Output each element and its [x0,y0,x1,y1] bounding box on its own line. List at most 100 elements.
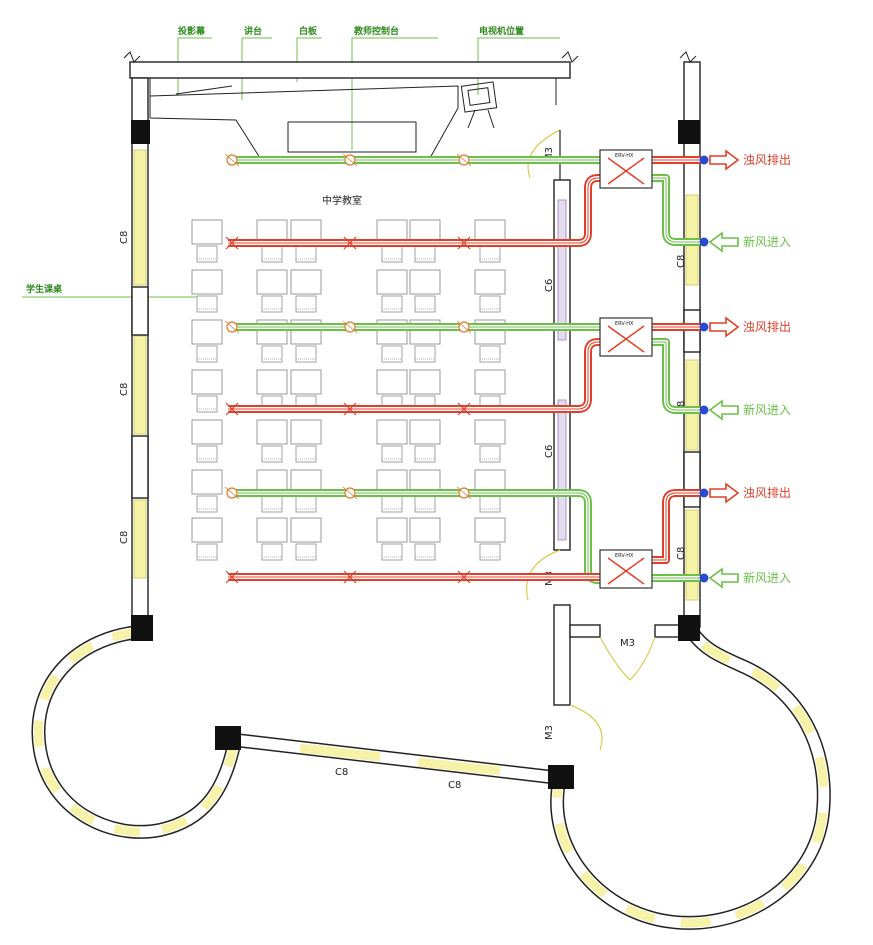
student-desk [376,369,408,395]
annotation-teaching-console: 教师控制台 [353,25,399,37]
fresh-air-label: 新风进入 [743,234,791,249]
fresh-air-arrow-icon [708,567,739,589]
wall-penetration-cap [699,237,709,247]
supply-diffuser-mark [456,486,472,500]
break-mark-right [679,51,697,63]
annotation-group: 投影幕 讲台 白板 教师控制台 电视机位置 学生课桌 [22,25,560,298]
student-chair [196,345,218,363]
exhaust-grille-cross [225,236,239,250]
student-desk [256,269,288,295]
window-tag-left-2: C8 [119,383,130,396]
teaching-console-desk [287,121,417,153]
column [678,120,700,144]
window-pier-2 [131,435,149,499]
student-desk [191,319,223,345]
student-chair [196,495,218,513]
top-wall [129,61,571,79]
exhaust-arrow-icon [709,149,740,171]
supply-diffuser-mark [342,320,358,334]
student-desk [191,469,223,495]
left-windows: C8 C8 C8 [119,149,149,579]
student-chair [381,445,403,463]
interior-window-2 [557,399,567,541]
exhaust-label: 浊风排出 [743,153,791,167]
student-chair [381,295,403,313]
annotation-lectern: 讲台 [244,25,262,37]
student-chair [295,445,317,463]
student-chair [381,245,403,263]
student-desk-grid [191,219,506,561]
exhaust-grille-cross [343,402,357,416]
exhaust-arrow-icon [709,482,740,504]
blank-panel [262,856,547,941]
right-windows: C8 C8 C8 [676,194,701,601]
student-desk [409,419,441,445]
connecting-windows [299,743,501,776]
window-tag-right-3: C8 [676,547,687,560]
student-chair [196,395,218,413]
student-chair [295,543,317,561]
column [548,765,574,789]
tv-stand-right [487,109,495,129]
student-chair [381,495,403,513]
supply-diffuser-mark [342,153,358,167]
student-chair [261,495,283,513]
student-desk [256,419,288,445]
exhaust-duct-1-center [228,177,602,244]
student-desk [409,269,441,295]
student-chair [414,245,436,263]
break-mark-top-right [561,51,579,63]
column [131,120,150,144]
supply-diffuser-mark [224,153,240,167]
window-left-3 [133,499,147,579]
student-chair [414,495,436,513]
student-desk [409,369,441,395]
unit-cross-b [607,157,645,185]
window-tag-left-3: C8 [119,531,130,544]
student-chair [479,445,501,463]
window-tag-lower-1: C8 [335,767,348,778]
fresh-air-arrow-icon [708,399,739,421]
student-desk [409,517,441,543]
interior-window-tag-2: C6 [544,445,555,458]
annotation-student-desks: 学生课桌 [26,283,63,295]
exhaust-grille-cross [225,402,239,416]
projection-screen-line [175,85,233,95]
door-arc-2 [526,549,561,601]
door-arc-1 [527,129,561,179]
fresh-air-label: 新风进入 [743,402,791,417]
left-round-windows [34,627,240,837]
student-chair [196,295,218,313]
window-tag-lower-2: C8 [448,780,461,791]
student-chair [295,345,317,363]
student-desk [474,369,506,395]
student-desk [290,369,322,395]
student-desk [376,419,408,445]
supply-diffuser-mark [456,153,472,167]
wall-penetration-cap [699,488,709,498]
wall-penetration-cap [699,573,709,583]
exhaust-grille-cross [457,570,471,584]
heat-recovery-unit [599,549,653,589]
right-round-wall-outer [550,627,831,930]
door-arc-3 [599,636,656,681]
supply-diffuser-mark [224,320,240,334]
student-desk [256,369,288,395]
exhaust-grille-cross [343,570,357,584]
tv-box [460,81,498,113]
student-chair [261,295,283,313]
exhaust-label: 浊风排出 [743,486,791,500]
exhaust-grille-cross [457,236,471,250]
student-chair [381,345,403,363]
student-chair [295,245,317,263]
student-chair [479,295,501,313]
right-pier-2 [683,451,701,508]
window-tag-right-1: C8 [676,255,687,268]
interior-window-tag-1: C6 [544,279,555,292]
exhaust-grille-cross [457,402,471,416]
unit-label: ERV-HX [615,553,634,559]
annotation-tv-position: 电视机位置 [479,25,524,37]
column [678,615,700,641]
window-left-1 [133,149,147,286]
